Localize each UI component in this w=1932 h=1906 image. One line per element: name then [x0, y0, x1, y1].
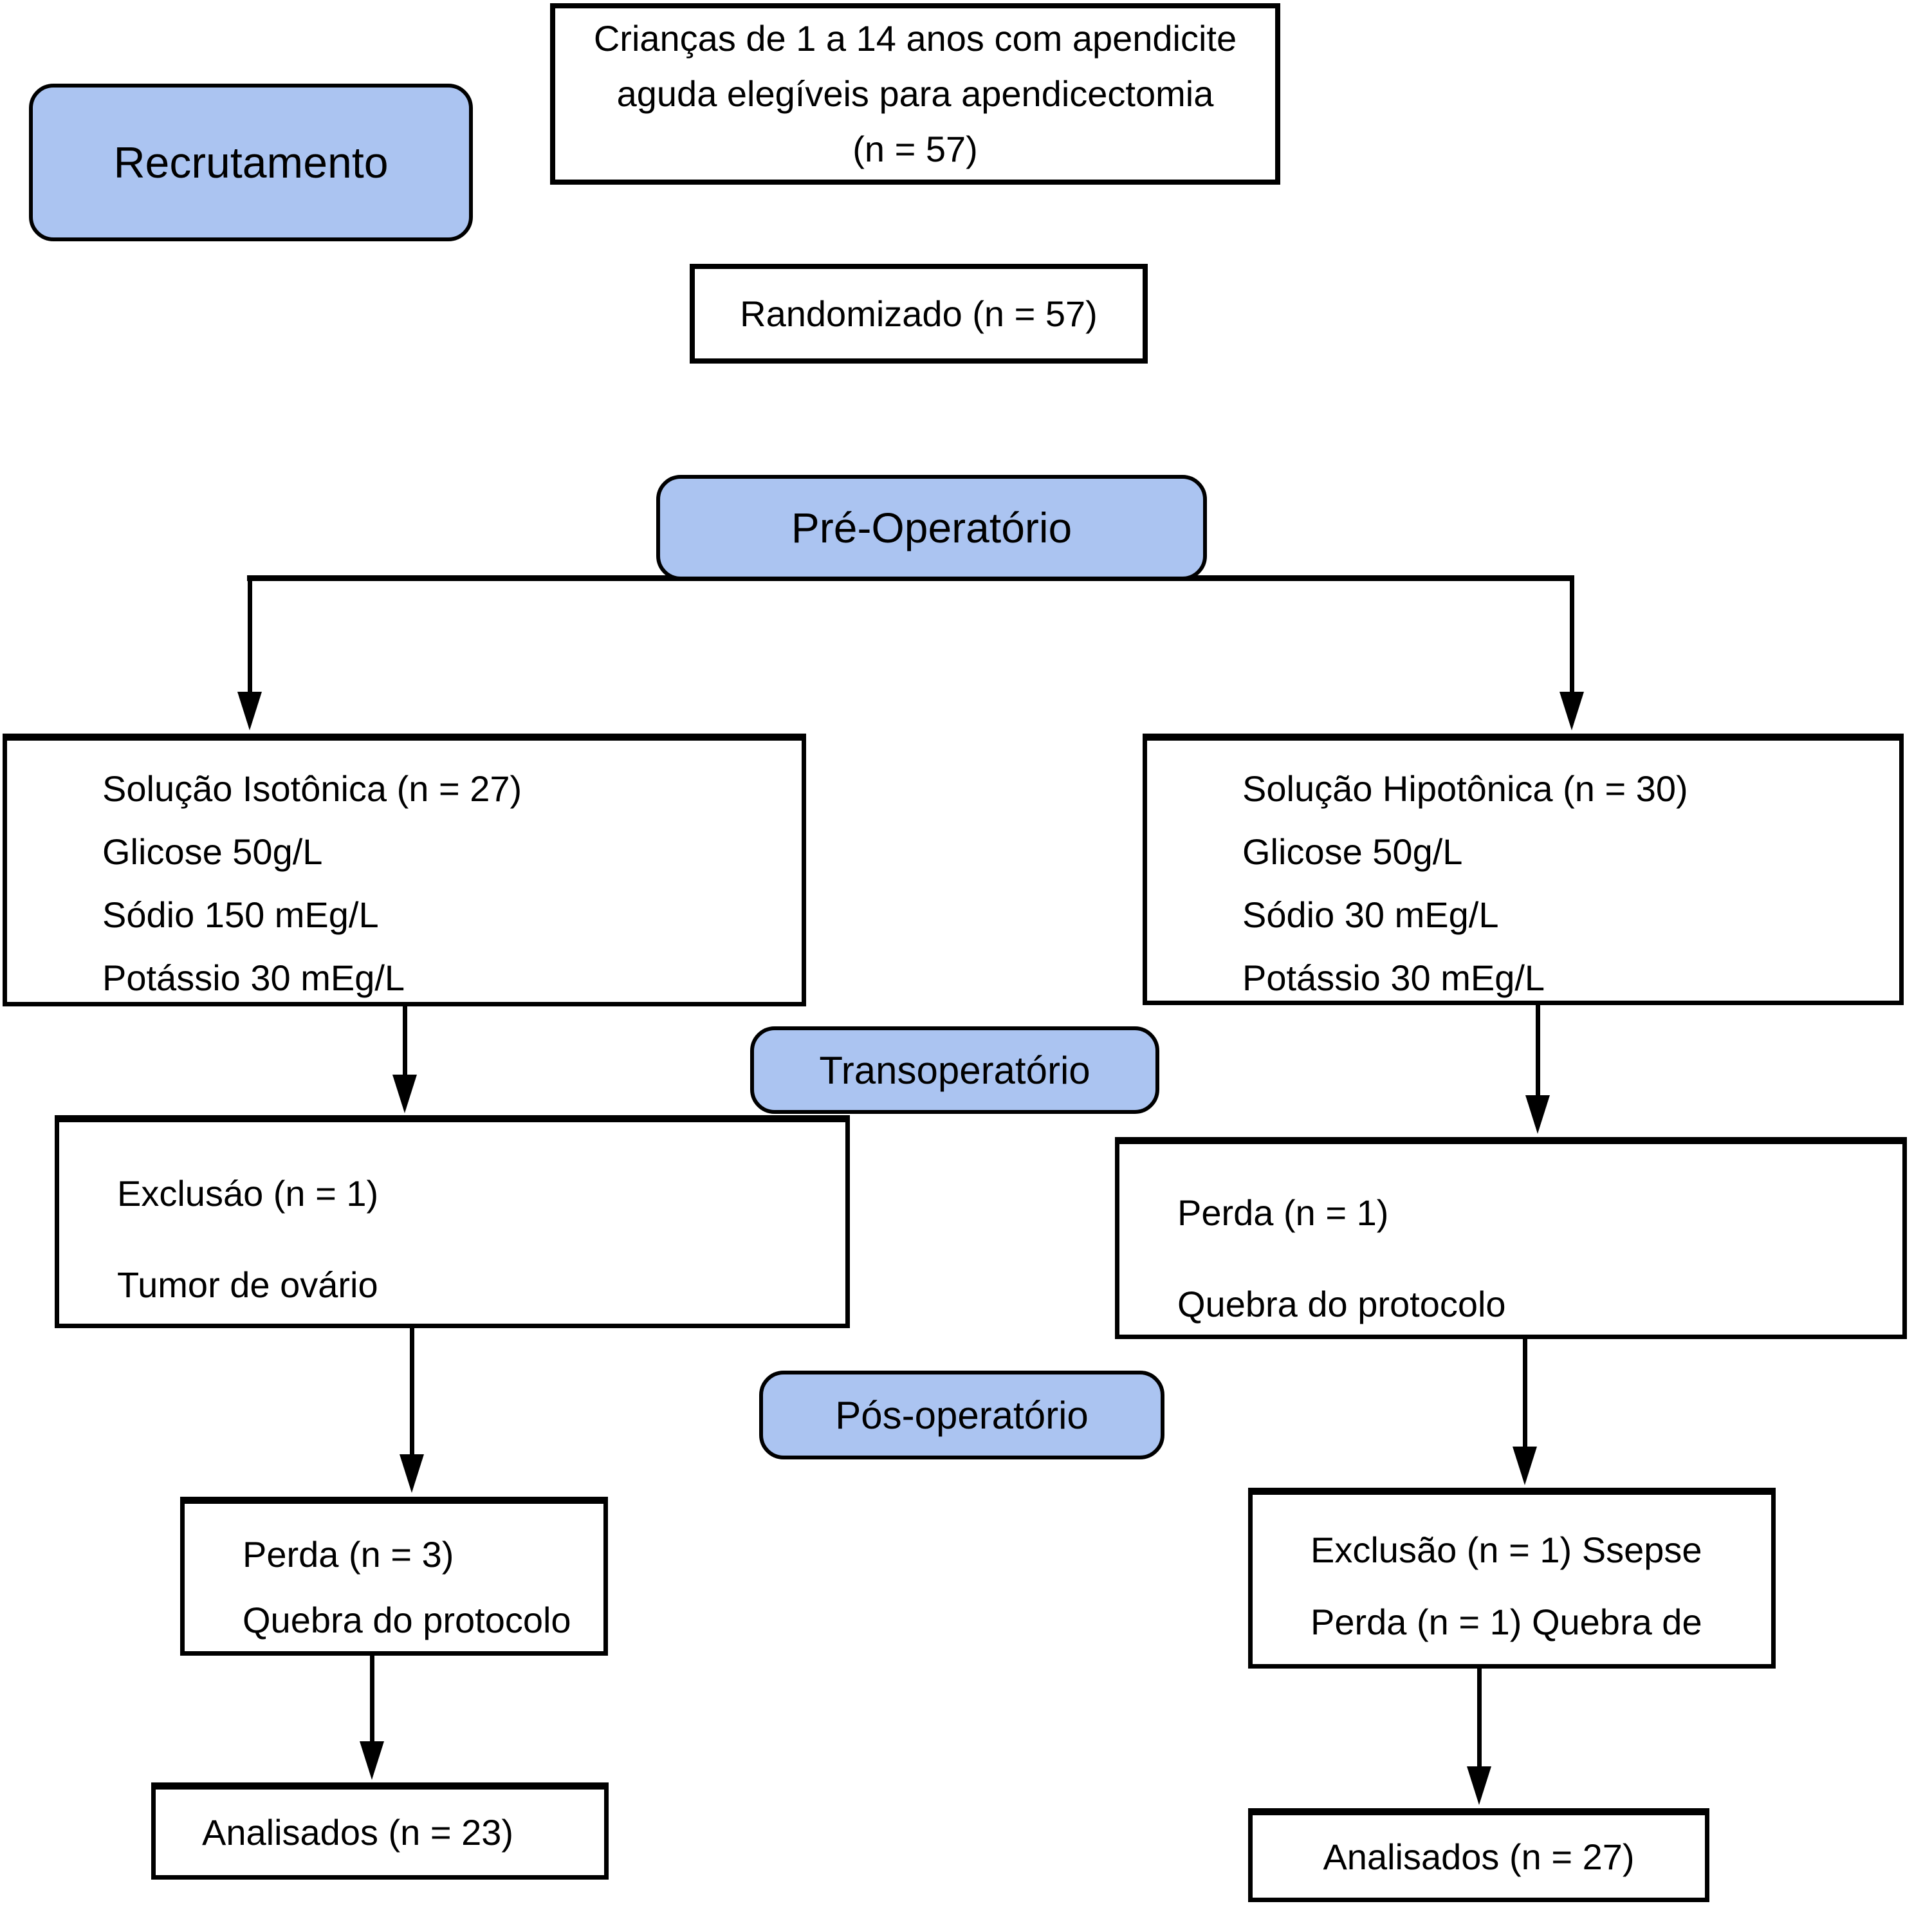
arrow-to-analyzed-hypotonic [1466, 1667, 1492, 1805]
arrowhead-icon [1559, 692, 1584, 730]
arrow-shaft [409, 1326, 414, 1454]
arrow-shaft [1477, 1667, 1482, 1766]
hypotonic-loss-line-1: Perda (n = 1) [1177, 1192, 1389, 1233]
eligibility-line-1: Crianças de 1 a 14 anos com apendicite [593, 18, 1237, 59]
stage-label-recruitment: Recrutamento [29, 84, 473, 241]
arrow-shaft [369, 1654, 374, 1741]
arrow-shaft [1569, 578, 1574, 692]
eligibility-line-2: aguda elegíveis para apendicectomia [616, 73, 1214, 114]
arrow-shaft [247, 578, 252, 692]
stage-label-preoperative: Pré-Operatório [656, 475, 1207, 580]
stage-label-intraoperative-text: Transoperatório [819, 1048, 1090, 1092]
isotonic-arm-box: Solução Isotônica (n = 27) Glicose 50g/L… [3, 734, 806, 1006]
hypotonic-postop-exclusion-box: Exclusão (n = 1) Ssepse Perda (n = 1) Qu… [1248, 1488, 1776, 1669]
arrowhead-icon [237, 692, 262, 730]
arrow-to-analyzed-isotonic [359, 1654, 385, 1780]
isotonic-exclusion-line-1: Exclusáo (n = 1) [117, 1173, 379, 1214]
hypotonic-loss-line-2: Quebra do protocolo [1177, 1284, 1506, 1324]
hypotonic-line-2: Glicose 50g/L [1242, 831, 1463, 872]
arrow-preop-to-hypotonic [1559, 578, 1585, 730]
isotonic-postop-loss-line-2: Quebra do protocolo [243, 1600, 571, 1640]
eligibility-line-3: (n = 57) [852, 129, 978, 169]
analyzed-isotonic-label: Analisados (n = 23) [202, 1812, 514, 1853]
isotonic-postop-loss-box: Perda (n = 3) Quebra do protocolo [180, 1497, 608, 1656]
hypotonic-arm-box: Solução Hipotônica (n = 30) Glicose 50g/… [1143, 734, 1904, 1005]
isotonic-exclusion-box: Exclusáo (n = 1) Tumor de ovário [55, 1115, 850, 1328]
arrow-shaft [1522, 1337, 1527, 1447]
arrow-isotonic-to-exclusion [392, 1005, 418, 1113]
hypotonic-postop-exclusion-line-1: Exclusão (n = 1) Ssepse [1311, 1530, 1702, 1570]
analyzed-hypotonic-box: Analisados (n = 27) [1248, 1808, 1709, 1902]
arrow-preop-to-isotonic [237, 578, 262, 730]
stage-label-postoperative: Pós-operatório [759, 1371, 1164, 1459]
stage-label-recruitment-text: Recrutamento [113, 138, 389, 187]
arrowhead-icon [400, 1454, 424, 1493]
analyzed-hypotonic-label: Analisados (n = 27) [1323, 1836, 1635, 1877]
arrowhead-icon [1513, 1447, 1537, 1485]
hypotonic-line-4: Potássio 30 mEg/L [1242, 958, 1545, 998]
isotonic-exclusion-line-2: Tumor de ovário [117, 1264, 378, 1305]
hypotonic-loss-box: Perda (n = 1) Quebra do protocolo [1115, 1137, 1907, 1339]
isotonic-postop-loss-line-1: Perda (n = 3) [243, 1534, 454, 1575]
randomized-label: Randomizado (n = 57) [740, 293, 1098, 334]
isotonic-line-2: Glicose 50g/L [102, 831, 323, 872]
isotonic-line-1: Solução Isotônica (n = 27) [102, 768, 522, 809]
isotonic-line-3: Sódio 150 mEg/L [102, 894, 379, 935]
arrow-shaft [402, 1005, 407, 1075]
arrowhead-icon [392, 1075, 417, 1113]
arrowhead-icon [1525, 1095, 1550, 1134]
arrowhead-icon [360, 1741, 384, 1780]
hypotonic-line-1: Solução Hipotônica (n = 30) [1242, 768, 1688, 809]
stage-label-intraoperative: Transoperatório [750, 1026, 1159, 1114]
stage-label-postoperative-text: Pós-operatório [835, 1393, 1089, 1437]
stage-label-preoperative-text: Pré-Operatório [791, 504, 1072, 551]
arrow-shaft [1535, 1003, 1540, 1095]
arrowhead-icon [1467, 1766, 1491, 1805]
arrow-exclusion-to-loss-post [399, 1326, 425, 1493]
arrow-loss-to-exclusion-post [1512, 1337, 1538, 1485]
hypotonic-line-3: Sódio 30 mEg/L [1242, 894, 1499, 935]
isotonic-line-4: Potássio 30 mEg/L [102, 958, 405, 998]
eligibility-box: Crianças de 1 a 14 anos com apendicite a… [550, 3, 1280, 185]
hypotonic-postop-exclusion-line-2: Perda (n = 1) Quebra de [1311, 1602, 1702, 1642]
analyzed-isotonic-box: Analisados (n = 23) [151, 1782, 609, 1880]
arrow-hypotonic-to-loss [1525, 1003, 1550, 1134]
randomized-box: Randomizado (n = 57) [690, 264, 1148, 364]
